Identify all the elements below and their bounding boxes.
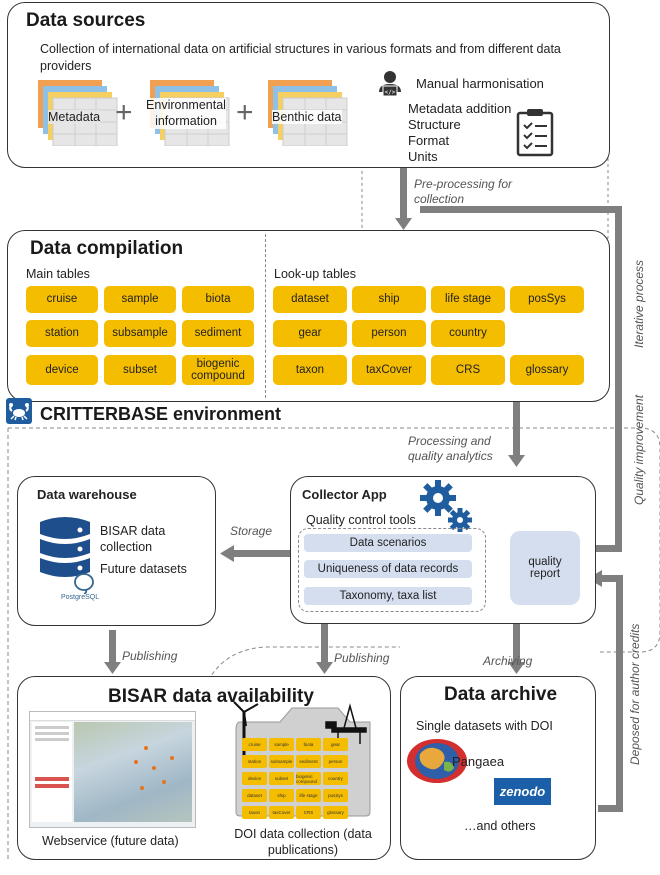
storage-label: Storage bbox=[230, 524, 273, 538]
table-subset: subset bbox=[104, 355, 176, 385]
future-datasets-label: Future datasets bbox=[100, 562, 187, 576]
manual-item-structure: Structure bbox=[408, 117, 461, 132]
mini-table-chip: taxCover bbox=[269, 806, 294, 819]
critterbase-crab-icon bbox=[6, 398, 32, 424]
archive-others: …and others bbox=[464, 819, 536, 833]
main-tables-label: Main tables bbox=[26, 267, 90, 281]
lookup-tables-label: Look-up tables bbox=[274, 267, 357, 281]
mini-table-chip: biogenic compound bbox=[296, 772, 321, 785]
webservice-sidebar bbox=[32, 722, 72, 822]
pangaea-label: Pangaea bbox=[452, 754, 505, 769]
webservice-header-bar bbox=[30, 712, 195, 721]
critterbase-title: CRITTERBASE environment bbox=[40, 404, 282, 424]
mini-table-chip: station bbox=[242, 755, 267, 768]
mini-table-chip: cruise bbox=[242, 738, 267, 751]
plus-sign: + bbox=[115, 96, 133, 129]
qc-taxonomy: Taxonomy, taxa list bbox=[304, 587, 472, 605]
publishing-label-mid: Publishing bbox=[334, 651, 390, 665]
pangaea-globe-icon bbox=[407, 739, 467, 783]
mini-table-chip: sample bbox=[269, 738, 294, 751]
postgresql-logo-text: PostgreSQL bbox=[61, 594, 100, 601]
qc-uniqueness: Uniqueness of data records bbox=[304, 560, 472, 578]
person-computer-icon: </> bbox=[379, 71, 401, 97]
table-biota: biota bbox=[182, 286, 254, 313]
table-sample: sample bbox=[104, 286, 176, 313]
table-life-stage: life stage bbox=[431, 286, 505, 313]
mini-table-chip: country bbox=[323, 772, 348, 785]
webservice-label: Webservice (future data) bbox=[42, 834, 179, 848]
data-archive-title: Data archive bbox=[444, 684, 558, 705]
metadata-label: Metadata bbox=[48, 110, 101, 124]
manual-item-units: Units bbox=[408, 149, 438, 164]
publishing-label-left: Publishing bbox=[122, 649, 178, 663]
mini-table-chip: posSys bbox=[323, 789, 348, 802]
bisar-collection-label: BISAR data collection bbox=[100, 524, 166, 555]
table-crs: CRS bbox=[431, 355, 505, 385]
quality-report: quality report bbox=[510, 531, 580, 605]
qc-data-scenarios: Data scenarios bbox=[304, 534, 472, 552]
qc-tools-title: Quality control tools bbox=[306, 513, 416, 527]
manual-item-metadata: Metadata addition bbox=[408, 101, 512, 116]
table-glossary: glossary bbox=[510, 355, 584, 385]
mini-table-chip: dataset bbox=[242, 789, 267, 802]
archiving-label: Archiving bbox=[483, 654, 533, 668]
compilation-divider bbox=[265, 234, 266, 398]
mini-table-chip: CRS bbox=[296, 806, 321, 819]
mini-table-chip: ship bbox=[269, 789, 294, 802]
webservice-screenshot[interactable] bbox=[29, 711, 196, 828]
plus-sign-2: + bbox=[236, 96, 254, 129]
table-biogenic-compound: biogenic compound bbox=[182, 355, 254, 385]
table-sediment: sediment bbox=[182, 320, 254, 347]
checklist-icon bbox=[516, 109, 554, 157]
mini-table-chip: taxon bbox=[242, 806, 267, 819]
critterbase-boundary bbox=[8, 427, 660, 653]
benthic-data-label: Benthic data bbox=[272, 110, 342, 124]
mini-table-chip: gear bbox=[323, 738, 348, 751]
mini-table-chip: sediment bbox=[296, 755, 321, 768]
mini-table-chip: subsample bbox=[269, 755, 294, 768]
table-person: person bbox=[352, 320, 426, 347]
zenodo-logo: zenodo bbox=[494, 778, 551, 805]
manual-harmonisation-title: Manual harmonisation bbox=[416, 76, 544, 91]
gears-icon bbox=[420, 480, 472, 532]
data-compilation-title: Data compilation bbox=[30, 238, 184, 259]
processing-label: Processing and quality analytics bbox=[408, 434, 493, 463]
table-taxcover: taxCover bbox=[352, 355, 426, 385]
mini-table-chip: life stage bbox=[296, 789, 321, 802]
mini-table-chip: subset bbox=[269, 772, 294, 785]
iterative-process-label: Iterative process bbox=[632, 259, 646, 348]
table-country: country bbox=[431, 320, 505, 347]
mini-table-chip: glossary bbox=[323, 806, 348, 819]
postgresql-elephant-icon bbox=[74, 573, 94, 594]
preprocessing-label: Pre-processing for collection bbox=[414, 177, 513, 206]
manual-item-format: Format bbox=[408, 133, 450, 148]
qc-tools-group bbox=[298, 528, 486, 612]
table-possys: posSys bbox=[510, 286, 584, 313]
bisar-availability-title: BISAR data availability bbox=[108, 686, 314, 707]
svg-text:</>: </> bbox=[385, 89, 396, 96]
table-gear: gear bbox=[273, 320, 347, 347]
mini-table-chip: device bbox=[242, 772, 267, 785]
database-icon bbox=[40, 517, 90, 577]
table-device: device bbox=[26, 355, 98, 385]
data-sources-description: Collection of international data on arti… bbox=[40, 42, 561, 73]
table-dataset: dataset bbox=[273, 286, 347, 313]
quality-improvement-label: Quality improvement bbox=[632, 394, 646, 505]
table-cruise: cruise bbox=[26, 286, 98, 313]
table-ship: ship bbox=[352, 286, 426, 313]
deposed-author-credits-label: Deposed for author credits bbox=[628, 623, 642, 765]
data-warehouse-title: Data warehouse bbox=[37, 487, 137, 502]
mini-table-chip: biota bbox=[296, 738, 321, 751]
data-sources-title: Data sources bbox=[26, 10, 146, 31]
zenodo-logo-text: zenodo bbox=[499, 784, 546, 799]
doi-collection-label: DOI data collection (data publications) bbox=[234, 827, 372, 858]
archive-subtitle: Single datasets with DOI bbox=[416, 719, 553, 733]
table-taxon: taxon bbox=[273, 355, 347, 385]
collector-app-title: Collector App bbox=[302, 487, 387, 502]
environmental-info-label: Environmental information bbox=[146, 98, 226, 130]
mini-table-chip: person bbox=[323, 755, 348, 768]
table-subsample: subsample bbox=[104, 320, 176, 347]
webservice-map[interactable] bbox=[74, 722, 192, 822]
table-station: station bbox=[26, 320, 98, 347]
